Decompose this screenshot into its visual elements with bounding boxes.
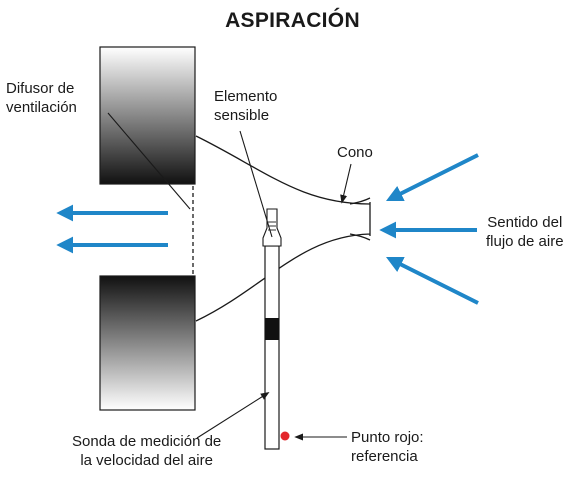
probe-black-band (265, 318, 279, 340)
inflow-arrow-bottom (385, 256, 479, 305)
sensing-element (262, 208, 282, 247)
diagram-title: ASPIRACIÓN (225, 9, 360, 32)
red-dot-label-line2: referencia (351, 448, 418, 465)
probe-label: Sonda de medición de la velocidad del ai… (72, 432, 221, 470)
air-velocity-probe (262, 208, 282, 450)
diffuser-label-line1: Difusor de (6, 80, 75, 97)
sensor-label-line2: sensible (214, 107, 270, 124)
flow-direction-label: Sentido del flujo de aire (486, 213, 564, 251)
diffuser-label: Difusor de ventilación (6, 79, 77, 117)
red-dot-label: Punto rojo: referencia (351, 428, 424, 466)
cone-mouth-bottom (349, 233, 371, 241)
diffuser-label-line2: ventilación (6, 99, 77, 116)
diffuser-top-block (99, 46, 196, 185)
sensor-label: Elemento sensible (214, 87, 277, 125)
sensor-leader-line (239, 130, 273, 238)
cone-outline (195, 135, 371, 322)
red-reference-dot (280, 431, 290, 441)
cone-leader-line (340, 163, 352, 204)
diffuser-bottom-block (99, 275, 196, 411)
flow-direction-label-line2: flujo de aire (486, 233, 564, 250)
sensor-label-line1: Elemento (214, 88, 278, 105)
cone-label: Cono (337, 144, 373, 161)
red-dot-label-line1: Punto rojo: (351, 429, 424, 446)
cone-mouth-top (349, 197, 371, 205)
probe-label-line1: Sonda de medición de (72, 433, 222, 450)
diffuser-leader-line (107, 112, 191, 210)
probe-leader-line (196, 392, 270, 439)
probe-label-line2: la velocidad del aire (80, 452, 213, 469)
flow-direction-label-line1: Sentido del (487, 214, 563, 231)
inflow-arrow-top (385, 153, 479, 202)
